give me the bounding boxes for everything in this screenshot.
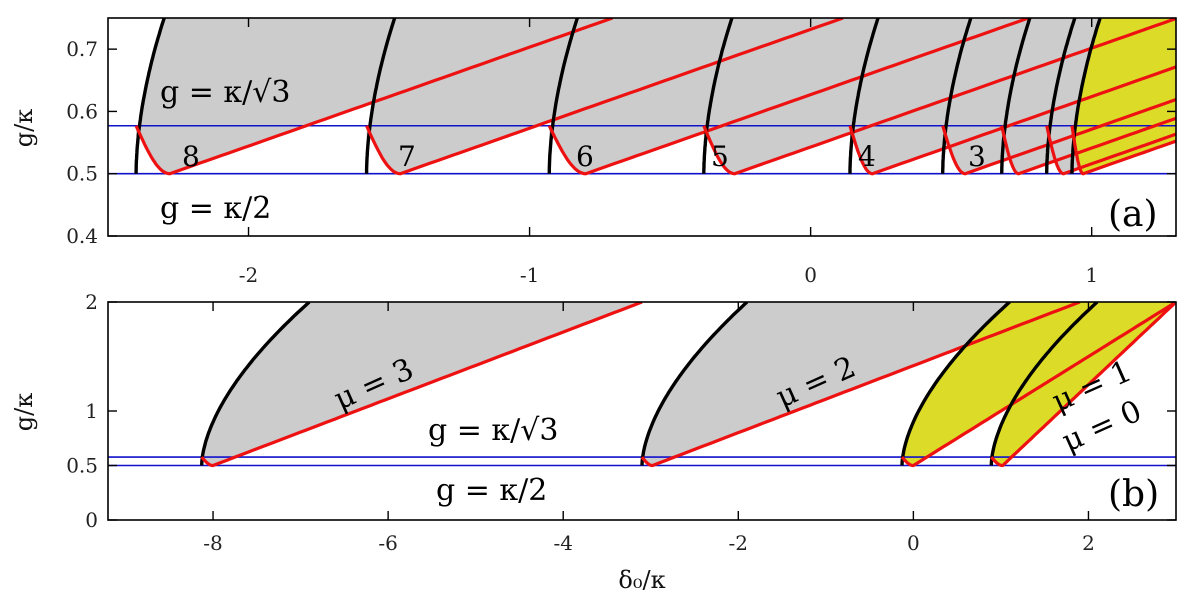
panel-b-xlabel: δ₀/κ [618, 566, 665, 594]
xtick-label-a-0: -2 [239, 263, 258, 287]
region-fill-b-3 [991, 302, 1176, 466]
xtick-label-b-2: -4 [553, 531, 572, 555]
black-curve-a-2 [547, 18, 580, 174]
red-curve-a-7 [1045, 125, 1176, 176]
region-label-7: 7 [398, 140, 416, 173]
red-curve-a-0 [134, 18, 614, 176]
panel-a-ylabel: g/κ [10, 109, 38, 147]
red-curve-a-4 [848, 65, 1176, 176]
ytick-label-a-1: 0.5 [66, 162, 98, 186]
ytick-label-b-1: 0.5 [66, 454, 98, 478]
panel-a-plot-area [108, 18, 1176, 176]
ytick-label-a-2: 0.6 [66, 99, 98, 123]
black-curve-a-4 [848, 18, 880, 174]
xtick-label-b-3: -2 [729, 531, 748, 555]
black-curve-b-1 [640, 302, 749, 466]
panel-b-plot-area [108, 302, 1176, 468]
region-fill-a-8 [1072, 18, 1176, 174]
xtick-label-b-1: -6 [378, 531, 397, 555]
ytick-label-a-3: 0.7 [66, 37, 98, 61]
xtick-label-a-2: 0 [804, 263, 817, 287]
annotation-g-kappa-half-b: g = κ/2 [436, 473, 547, 508]
xtick-label-b-0: -8 [203, 531, 222, 555]
panel-b: 0 0.5 1 2 -8 -6 -4 -2 0 2 g/κ δ₀/κ g = κ/√3 g = κ… [10, 290, 1177, 594]
red-curve-a-3 [702, 18, 1176, 176]
panel-b-ylabel: g/κ [10, 393, 38, 431]
black-curve-a-7 [1045, 18, 1077, 174]
red-curve-b-2 [900, 302, 1176, 468]
black-curve-b-2 [900, 302, 1011, 466]
black-curve-b-0 [200, 302, 311, 466]
black-curve-b-3 [989, 302, 1099, 466]
region-label-4: 4 [858, 140, 876, 173]
ytick-label-b-0: 0 [85, 508, 98, 532]
panel-label-a: (a) [1108, 194, 1158, 235]
black-curve-a-3 [702, 18, 734, 174]
red-curve-b-3 [990, 302, 1176, 468]
red-curve-a-6 [1000, 116, 1176, 176]
red-curve-a-8 [1070, 125, 1176, 176]
red-curve-b-0 [200, 302, 643, 468]
red-curve-b-1 [640, 302, 1081, 468]
xtick-label-b-4: 0 [907, 531, 920, 555]
red-curve-a-5 [941, 97, 1176, 176]
black-curve-a-6 [1000, 18, 1032, 174]
region-label-5: 5 [711, 140, 729, 173]
xtick-label-a-1: -1 [520, 263, 539, 287]
annotation-g-kappa-sqrt3-b: g = κ/√3 [428, 413, 558, 448]
region-label-8: 8 [182, 140, 200, 173]
black-curve-a-8 [1070, 18, 1102, 174]
panel-label-b: (b) [1108, 474, 1159, 515]
panel-b-ticks: 0 0.5 1 2 -8 -6 -4 -2 0 2 [66, 290, 1176, 555]
red-curve-a-1 [365, 18, 844, 176]
xtick-label-a-3: 1 [1085, 263, 1098, 287]
black-curve-a-5 [941, 18, 973, 174]
annotation-g-kappa-half-a: g = κ/2 [160, 191, 271, 226]
ytick-label-b-2: 1 [85, 399, 98, 423]
red-curve-a-2 [547, 18, 1029, 176]
ytick-label-a-0: 0.4 [66, 224, 98, 248]
xtick-label-b-5: 2 [1082, 531, 1095, 555]
ytick-label-b-3: 2 [85, 290, 98, 314]
panel-a-ticks: 0.4 0.5 0.6 0.7 -2 -1 0 1 [66, 18, 1176, 287]
black-curve-a-0 [134, 18, 166, 174]
black-curve-a-1 [364, 18, 397, 174]
panel-a-frame [107, 17, 1177, 237]
region-label-3: 3 [968, 140, 986, 173]
region-label-6: 6 [576, 140, 594, 173]
annotation-g-kappa-sqrt3-a: g = κ/√3 [160, 75, 290, 110]
